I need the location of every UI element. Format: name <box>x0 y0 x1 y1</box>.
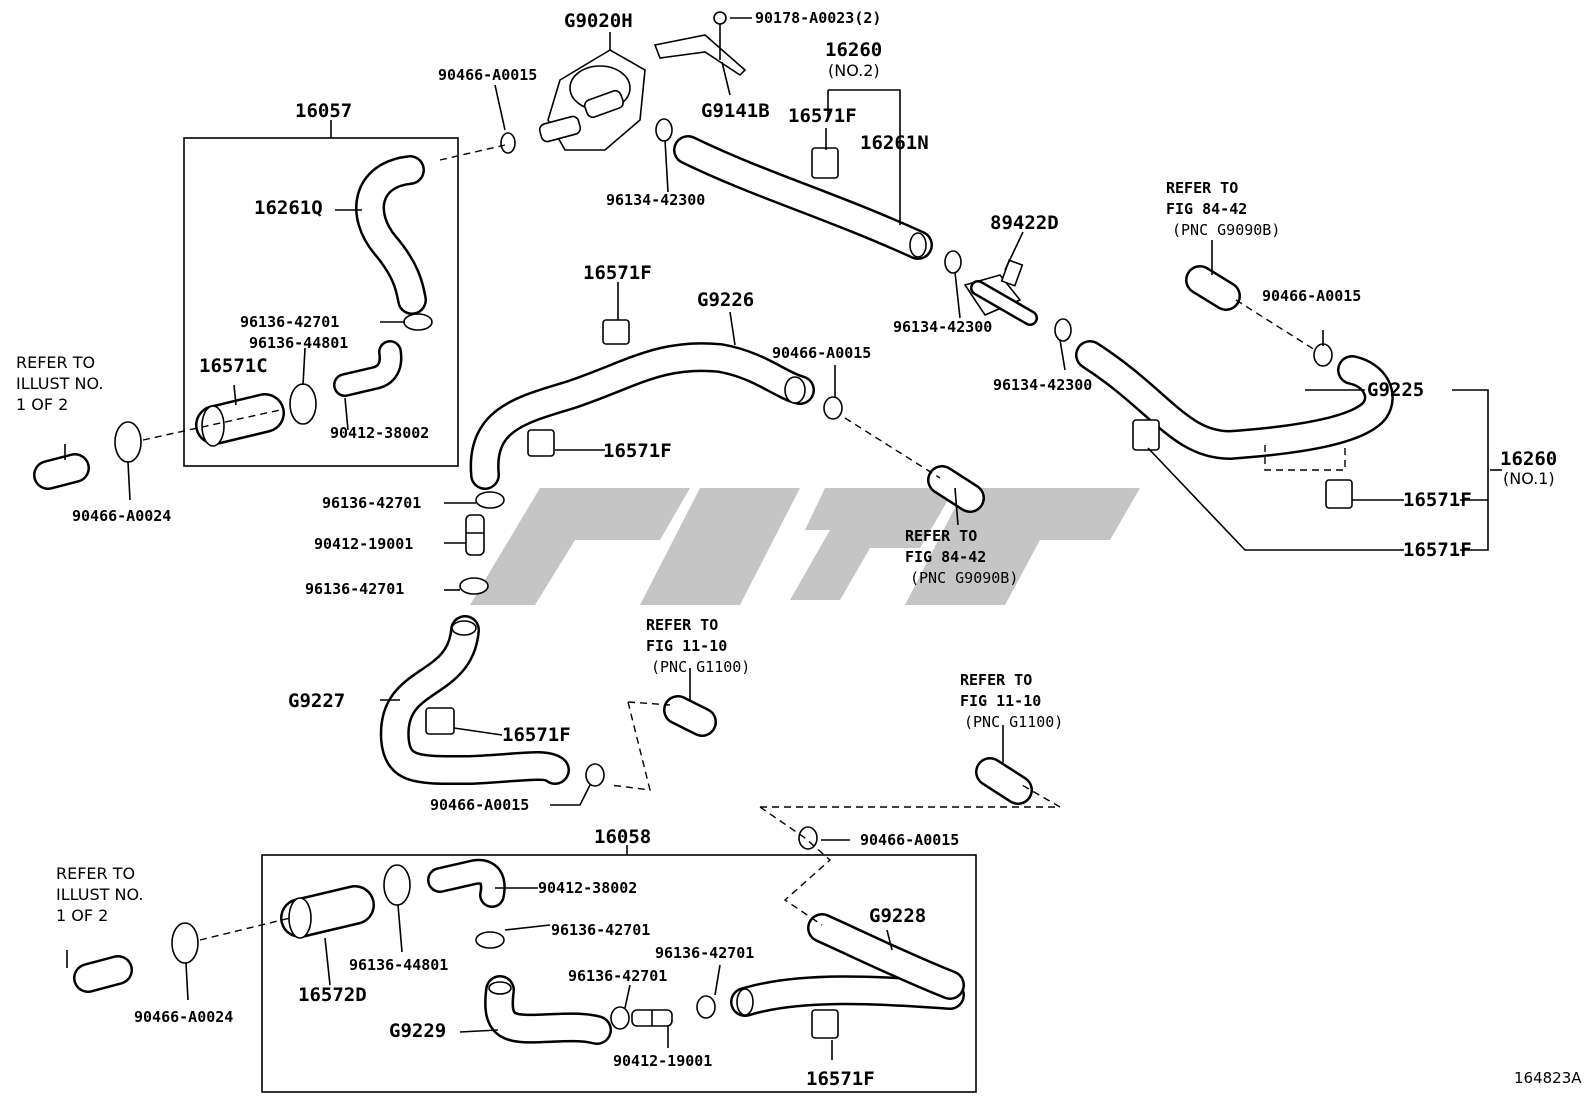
label-90412-19001-b: 90412-19001 <box>613 1052 712 1070</box>
label-90412-19001-a: 90412-19001 <box>314 535 413 553</box>
bracket-g9141b <box>653 11 747 77</box>
leader-lines <box>64 17 1502 1060</box>
label-96136-44801-b: 96136-44801 <box>349 956 448 974</box>
label-96136-42701-d: 96136-42701 <box>551 921 650 939</box>
elbow-fitting-b <box>427 858 506 908</box>
label-16571f-r1: 16571F <box>1403 489 1472 511</box>
label-g9141b: G9141B <box>701 100 770 122</box>
hose-clips-16571f <box>425 147 1353 1039</box>
label-g9227: G9227 <box>288 690 345 712</box>
label-90466-a0024-a: 90466-A0024 <box>72 507 171 525</box>
label-90466-a0015-bot: 90466-A0015 <box>860 831 959 849</box>
label-16571f-mid: 16571F <box>603 440 672 462</box>
label-no2: (NO.2) <box>828 61 880 80</box>
label-96136-42701-b: 96136-42701 <box>322 494 421 512</box>
label-16571c: 16571C <box>199 355 268 377</box>
label-96136-42701-c: 96136-42701 <box>305 580 404 598</box>
ref-pipe-fig1110-a <box>663 695 717 737</box>
label-89422d: 89422D <box>990 212 1059 234</box>
group-box-16057 <box>183 137 459 467</box>
label-96136-44801-a: 96136-44801 <box>249 334 348 352</box>
label-96134-42300-c: 96134-42300 <box>993 376 1092 394</box>
label-90466-a0015-right: 90466-A0015 <box>1262 287 1361 305</box>
label-16571f-g9226: 16571F <box>583 262 652 284</box>
ref-fig1110-b: REFER TO FIG 11-10 (PNC G1100) <box>960 671 1063 731</box>
label-g9228: G9228 <box>869 905 926 927</box>
hose-16261q <box>355 155 427 315</box>
hose-g9229 <box>484 975 612 1045</box>
ref-fig1110-a: REFER TO FIG 11-10 (PNC G1100) <box>646 616 750 676</box>
ref-pipe-fig8442-top <box>1185 265 1241 311</box>
label-96136-42701-e: 96136-42701 <box>655 944 754 962</box>
label-16057: 16057 <box>295 100 352 122</box>
hose-g9227 <box>379 615 570 786</box>
label-96136-42701-a: 96136-42701 <box>240 313 339 331</box>
figure-id: 164823A <box>1514 1069 1582 1087</box>
label-90412-38002-a: 90412-38002 <box>330 424 429 442</box>
hose-g9226 <box>469 342 815 490</box>
label-90178-a0023: 90178-A0023(2) <box>755 9 881 27</box>
ref-fig8442-mid: REFER TO FIG 84-42 (PNC G9090B) <box>905 527 1018 587</box>
label-90466-a0015-low: 90466-A0015 <box>430 796 529 814</box>
connector-89422d <box>963 259 1038 326</box>
label-16571f-g9227: 16571F <box>502 724 571 746</box>
label-16261q: 16261Q <box>254 197 323 219</box>
watermark-logo <box>470 488 1140 605</box>
hose-16571c <box>195 393 285 447</box>
label-g9225: G9225 <box>1367 379 1424 401</box>
label-96136-42701-f: 96136-42701 <box>568 967 667 985</box>
elbow-fitting-a <box>333 340 403 397</box>
ref-fig8442-top: REFER TO FIG 84-42 (PNC G9090B) <box>1166 179 1280 239</box>
ref-illust-top: REFER TO ILLUST NO. 1 OF 2 <box>16 353 109 414</box>
thermostat-housing-g9020h <box>538 49 646 151</box>
label-g9020h: G9020H <box>564 10 633 32</box>
label-16572d: 16572D <box>298 984 367 1006</box>
clamp-rings <box>114 118 1333 1030</box>
label-96134-42300-a: 96134-42300 <box>606 191 705 209</box>
hose-g9228 <box>730 913 965 1017</box>
label-g9229: G9229 <box>389 1020 446 1042</box>
straight-fitting-a <box>465 514 485 556</box>
hose-16572d <box>280 885 375 939</box>
ref-illust-bot: REFER TO ILLUST NO. 1 OF 2 <box>56 864 149 925</box>
label-g9226: G9226 <box>697 289 754 311</box>
label-16571f-r2: 16571F <box>1403 539 1472 561</box>
ref-pipe-left-top <box>33 453 90 490</box>
ref-pipe-fig1110-b <box>975 757 1033 805</box>
label-16260-no1: 16260 <box>1500 448 1557 470</box>
ref-pipe-left-bot <box>73 955 133 993</box>
label-16260-no2: 16260 <box>825 39 882 61</box>
label-16571f-top: 16571F <box>788 105 857 127</box>
hose-g9225 <box>1075 340 1394 460</box>
label-16058: 16058 <box>594 826 651 848</box>
label-90466-a0015-top: 90466-A0015 <box>438 66 537 84</box>
straight-fitting-b <box>631 1009 673 1027</box>
label-90466-a0015-mid: 90466-A0015 <box>772 344 871 362</box>
group-box-16058 <box>261 854 977 1093</box>
dashed-connections <box>142 144 1346 941</box>
label-96134-42300-b: 96134-42300 <box>893 318 992 336</box>
label-16571f-bot: 16571F <box>806 1068 875 1090</box>
label-no1: (NO.1) <box>1503 469 1555 488</box>
label-90466-a0024-b: 90466-A0024 <box>134 1008 233 1026</box>
label-90412-38002-b: 90412-38002 <box>538 879 637 897</box>
label-16261n: 16261N <box>860 132 929 154</box>
hose-16261n <box>673 135 933 260</box>
ref-pipe-fig8442-mid <box>927 465 985 513</box>
